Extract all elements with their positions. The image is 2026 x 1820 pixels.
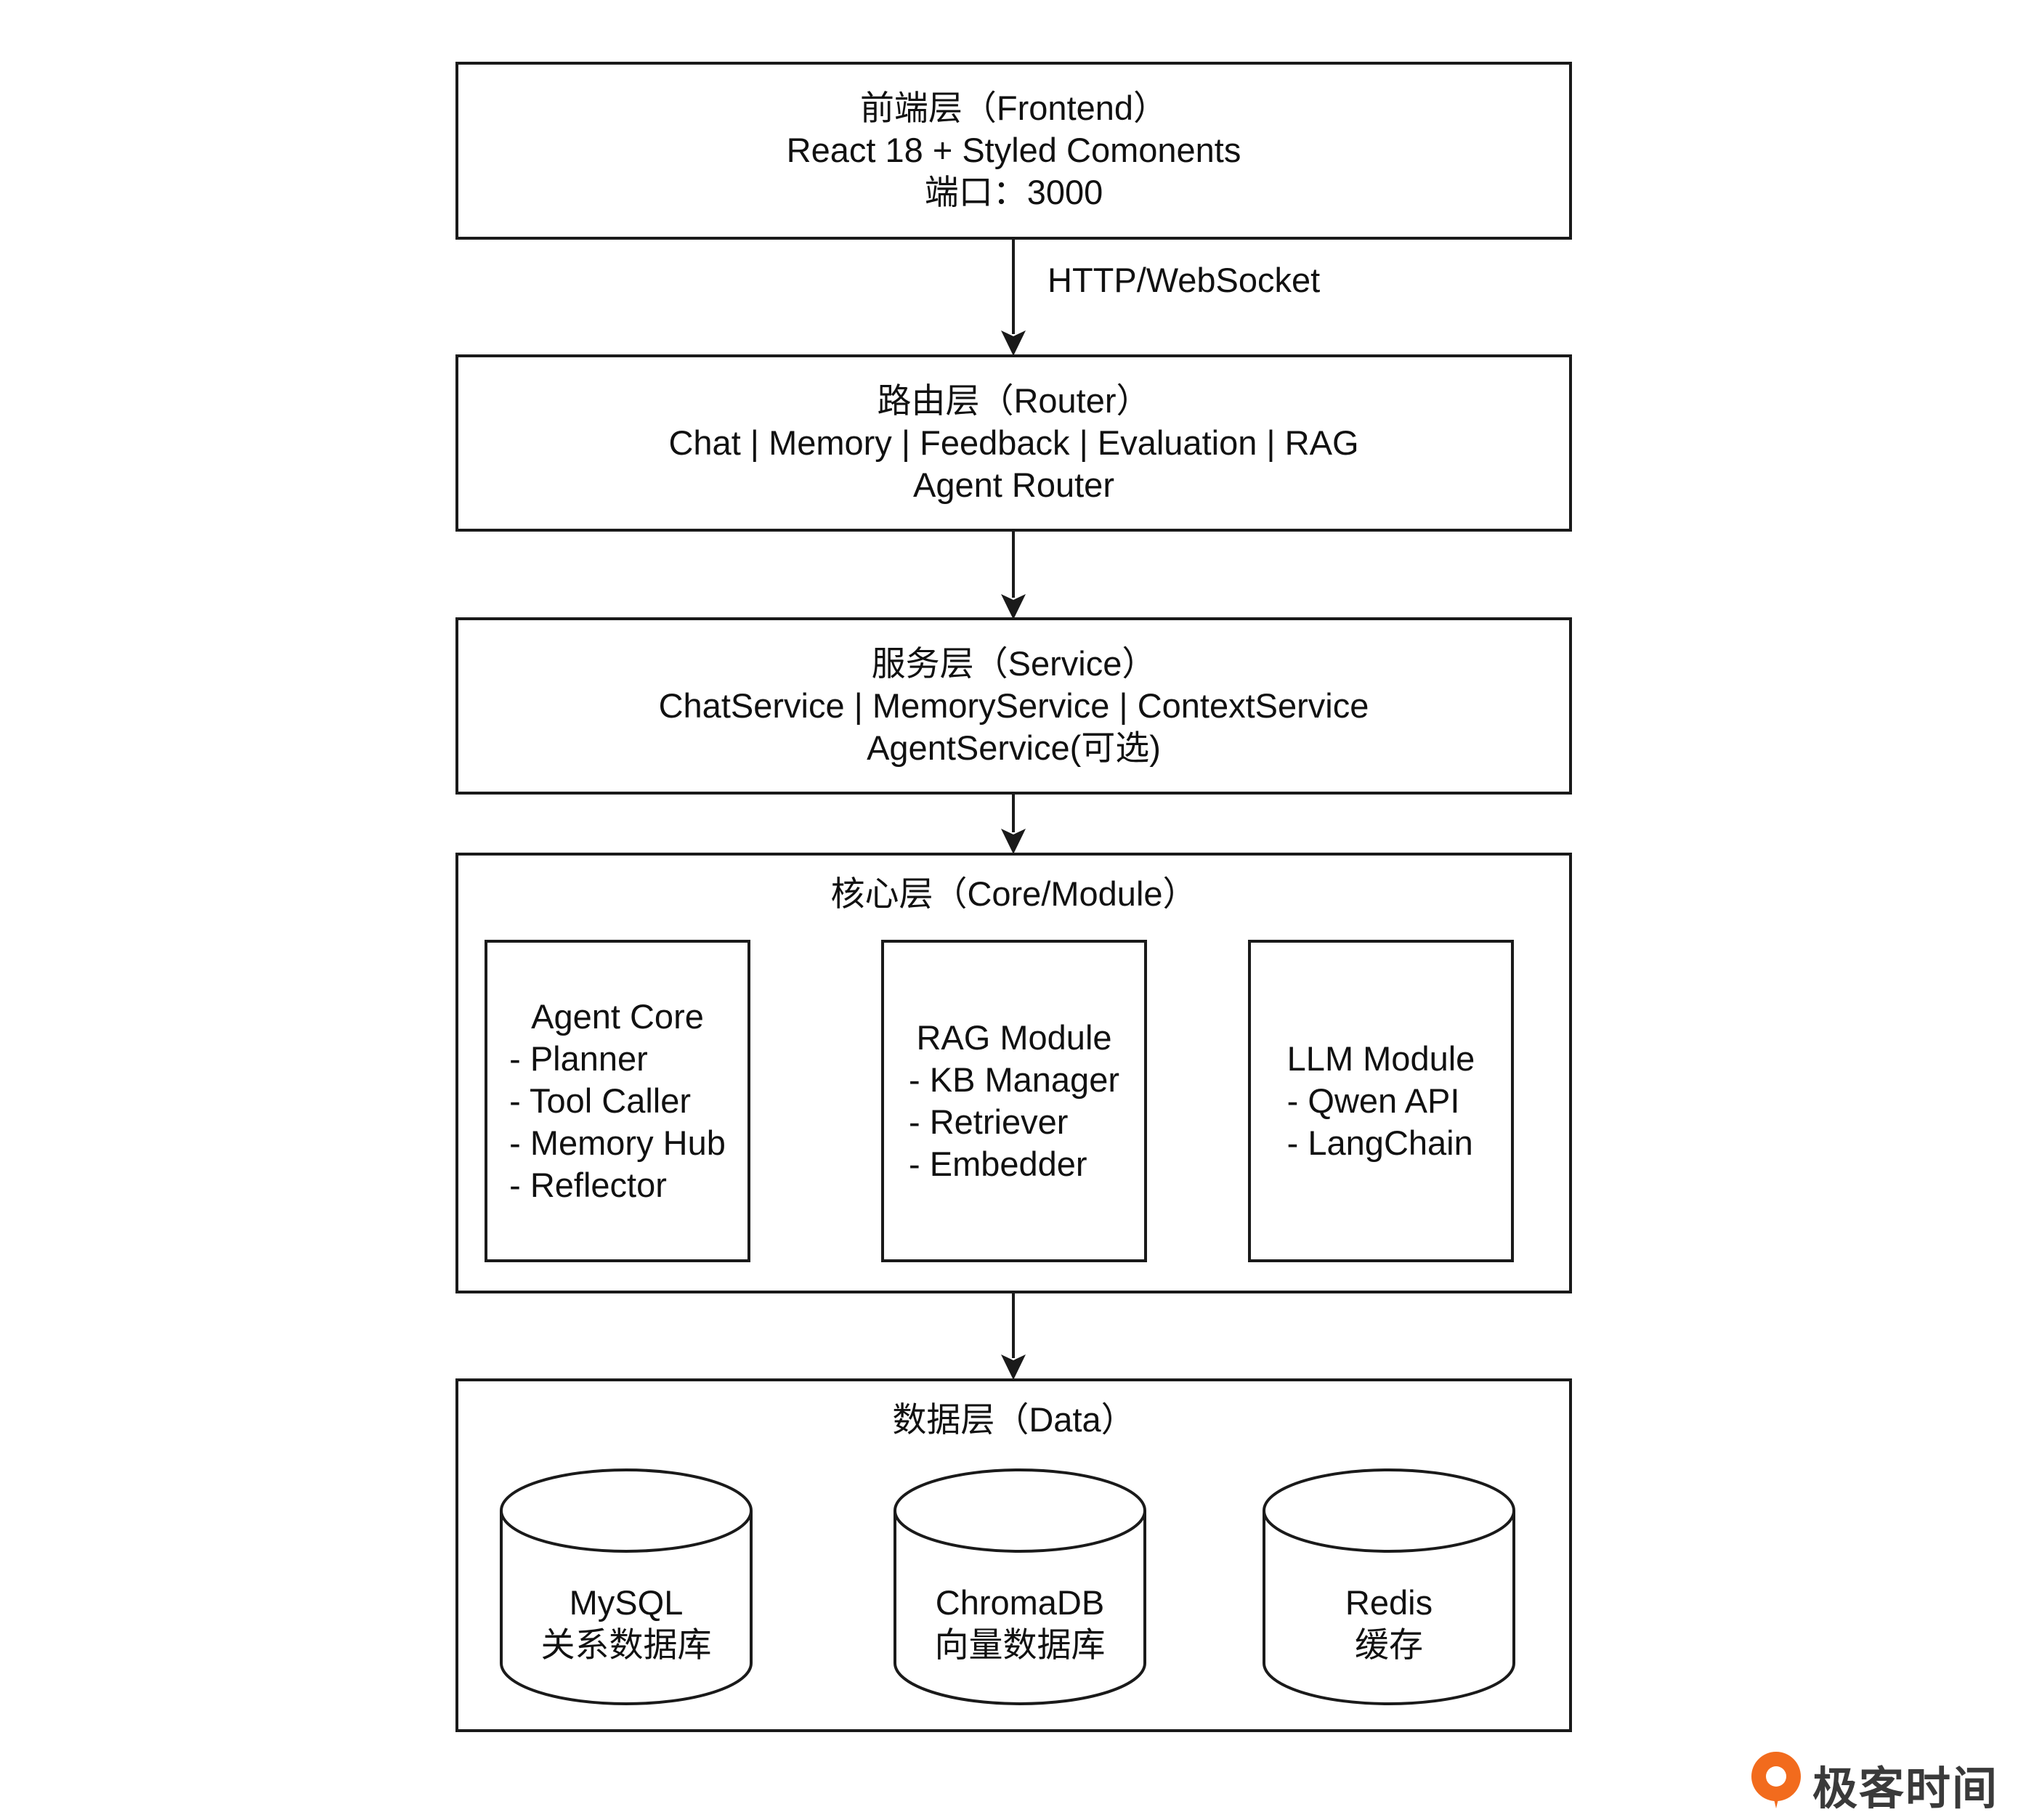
redis-desc: 缓存 — [1355, 1625, 1423, 1664]
router-layer-agent: Agent Router — [913, 466, 1114, 504]
agent-core-item: - Memory Hub — [509, 1124, 726, 1162]
frontend-layer-box: 前端层（Frontend） React 18 + Styled Comonent… — [455, 62, 1572, 240]
rag-module-item: - Embedder — [909, 1145, 1087, 1183]
edge-label-http-websocket: HTTP/WebSocket — [1048, 261, 1321, 299]
redis-label: Redis 缓存 — [1265, 1582, 1512, 1666]
agent-core-title: Agent Core — [531, 997, 704, 1036]
rag-module: RAG Module - KB Manager - Retriever - Em… — [881, 940, 1147, 1262]
mysql-label: MySQL 关系数据库 — [503, 1582, 750, 1666]
service-layer-box: 服务层（Service） ChatService | MemoryService… — [455, 617, 1572, 795]
llm-module-item: - Qwen API — [1286, 1081, 1460, 1120]
agent-core-item: - Reflector — [509, 1166, 667, 1204]
llm-module: LLM Module - Qwen API - LangChain — [1248, 940, 1514, 1262]
chromadb-database-icon — [894, 1468, 1146, 1705]
llm-module-item: - LangChain — [1286, 1124, 1473, 1162]
mysql-database-icon — [500, 1468, 753, 1705]
geektime-logo-text: 极客时间 — [1812, 1764, 1999, 1814]
llm-module-title: LLM Module — [1286, 1039, 1475, 1078]
core-layer-title: 核心层（Core/Module） — [830, 874, 1197, 913]
arrow-router-service — [1001, 532, 1026, 619]
service-layer-title: 服务层（Service） — [871, 644, 1156, 683]
mysql-desc: 关系数据库 — [540, 1625, 712, 1664]
arrow-core-data — [1001, 1293, 1026, 1380]
chromadb-name: ChromaDB — [935, 1583, 1105, 1622]
arrow-frontend-router — [1001, 240, 1026, 356]
frontend-layer-tech: React 18 + Styled Comonents — [786, 131, 1241, 169]
data-layer-title: 数据层（Data） — [892, 1400, 1135, 1439]
service-layer-services: ChatService | MemoryService | ContextSer… — [658, 686, 1369, 725]
router-layer-routes: Chat | Memory | Feedback | Evaluation | … — [668, 423, 1359, 462]
geektime-logo-icon — [1751, 1752, 1801, 1808]
chromadb-desc: 向量数据库 — [934, 1625, 1106, 1664]
chromadb-label: ChromaDB 向量数据库 — [896, 1582, 1143, 1666]
mysql-name: MySQL — [569, 1583, 684, 1622]
redis-name: Redis — [1345, 1583, 1433, 1622]
agent-core-item: - Planner — [509, 1039, 648, 1078]
arrow-service-core — [1001, 795, 1026, 854]
agent-core-item: - Tool Caller — [509, 1081, 692, 1120]
rag-module-title: RAG Module — [916, 1018, 1112, 1057]
frontend-layer-port: 端口：3000 — [924, 173, 1103, 211]
rag-module-item: - KB Manager — [909, 1060, 1119, 1099]
redis-database-icon — [1263, 1468, 1515, 1705]
router-layer-box: 路由层（Router） Chat | Memory | Feedback | E… — [455, 354, 1572, 532]
service-layer-agent: AgentService(可选) — [867, 728, 1161, 767]
rag-module-item: - Retriever — [909, 1102, 1069, 1141]
agent-core-module: Agent Core - Planner - Tool Caller - Mem… — [485, 940, 750, 1262]
router-layer-title: 路由层（Router） — [877, 381, 1151, 420]
frontend-layer-title: 前端层（Frontend） — [859, 89, 1168, 127]
